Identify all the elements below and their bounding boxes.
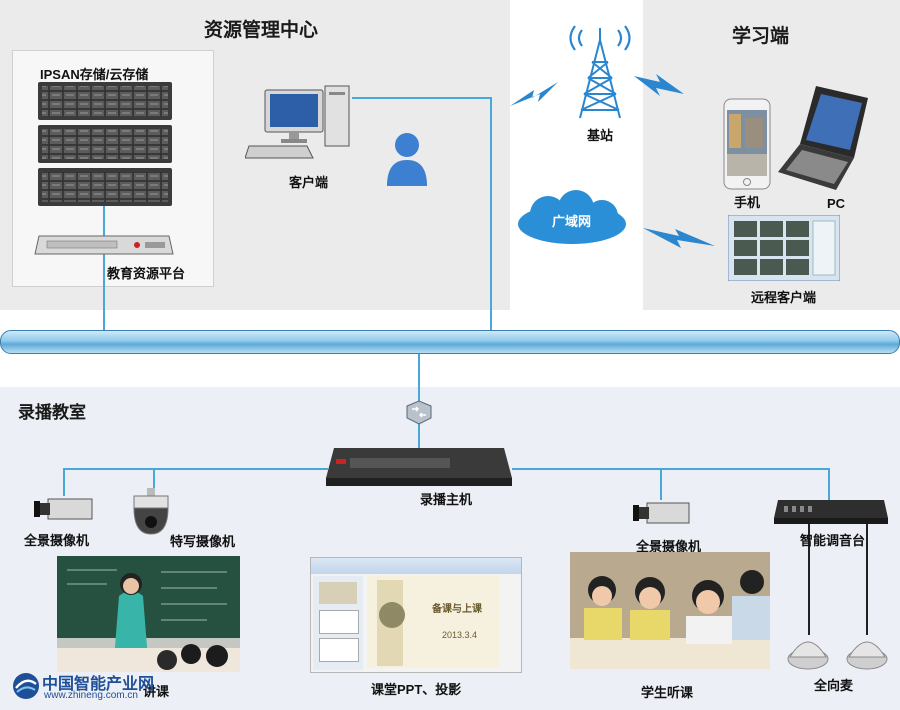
watermark-name: 中国智能产业网: [42, 676, 155, 693]
omni-mic-right-icon: [845, 633, 889, 671]
ppt-projection-label: 课堂PPT、投影: [371, 682, 462, 697]
ppt-slide-flower-icon: [379, 602, 405, 628]
network-bus: [0, 330, 900, 354]
panorama-camera-right-label: 全景摄像机: [636, 539, 702, 554]
wireless-bolt-icon-2: [634, 72, 684, 98]
watermark-logo-icon: [12, 672, 40, 700]
link-host-left: [63, 468, 328, 470]
remote-client-label: 远程客户端: [751, 290, 817, 305]
laptop-icon: [776, 84, 872, 196]
network-switch-icon: [403, 400, 435, 426]
panorama-camera-left-label: 全景摄像机: [24, 533, 90, 548]
panorama-camera-left-icon: [34, 495, 94, 525]
resource-center-title: 资源管理中心: [204, 20, 319, 41]
link-left-cam: [63, 468, 65, 496]
panorama-camera-right-icon: [633, 499, 691, 529]
client-label: 客户端: [289, 175, 329, 190]
classroom-title: 录播教室: [18, 403, 86, 422]
ppt-slide-title: 备课与上课: [432, 604, 482, 615]
client-computer-icon: [244, 84, 355, 162]
link-mic-left: [808, 520, 810, 635]
edu-platform-server-icon: [33, 232, 175, 258]
phone-icon: [723, 98, 771, 190]
base-station-tower-icon: [562, 22, 638, 120]
storage-servers-icon: [35, 82, 175, 206]
lecture-photo: [57, 556, 240, 672]
storage-label: IPSAN存储/云存储: [40, 67, 149, 82]
students-photo: [570, 552, 770, 669]
lecture-label: 讲课: [143, 684, 170, 699]
closeup-camera-label: 特写摄像机: [170, 534, 236, 549]
learning-end-title: 学习端: [732, 26, 790, 47]
omni-mic-label: 全向麦: [814, 678, 854, 693]
link-client-bus: [490, 97, 492, 330]
phone-label: 手机: [734, 195, 761, 210]
ppt-slide-thumbnails: [313, 576, 363, 670]
pc-label: PC: [827, 196, 846, 211]
recorder-host-label: 录播主机: [420, 492, 473, 507]
user-avatar-icon: [385, 130, 429, 188]
link-switch-host: [418, 424, 420, 448]
ppt-main-slide: [367, 576, 499, 668]
wireless-bolt-icon-1: [510, 80, 558, 108]
link-right-cam: [660, 468, 662, 500]
link-client-top: [352, 97, 492, 99]
wireless-bolt-icon-3: [643, 226, 715, 250]
audio-console-label: 智能调音台: [800, 533, 866, 548]
link-mic-right: [866, 520, 868, 635]
remote-client-screen-icon: [727, 214, 841, 282]
watermark-url: www.zhineng.com.cn: [44, 690, 138, 701]
omni-mic-left-icon: [786, 633, 830, 671]
link-closeup-cam: [153, 468, 155, 490]
student-listen-label: 学生听课: [641, 685, 694, 700]
link-audio: [828, 468, 830, 500]
edu-platform-label: 教育资源平台: [107, 266, 186, 281]
base-station-label: 基站: [587, 128, 614, 143]
closeup-camera-icon: [128, 488, 174, 538]
wan-cloud-icon: [514, 190, 632, 246]
ppt-ribbon: [311, 558, 521, 574]
link-host-right: [512, 468, 830, 470]
link-platform-bus: [103, 205, 105, 330]
link-bus-switch: [418, 352, 420, 402]
audio-console-icon: [774, 498, 888, 524]
ppt-screenshot: 备课与上课 2013.3.4: [310, 557, 522, 673]
wan-label: 广域网: [552, 214, 592, 229]
recorder-host-device-icon: [326, 446, 512, 486]
ppt-slide-date: 2013.3.4: [442, 630, 478, 640]
